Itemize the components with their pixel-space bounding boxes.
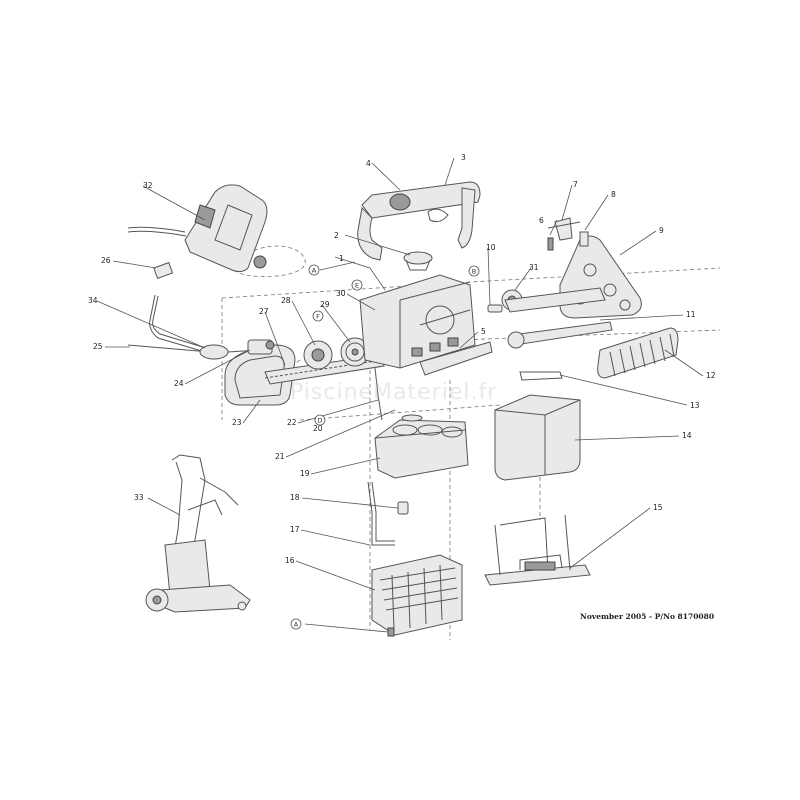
watermark-text: PiscineMateriel.fr: [290, 380, 498, 405]
ref-E-letter: E: [355, 282, 359, 290]
footer-date-part-number: November 2005 - P/No 8170080: [580, 612, 715, 621]
ref-E: E: [351, 279, 363, 291]
part-7-bracket[interactable]: [547, 217, 581, 241]
label-17: 17: [290, 525, 300, 534]
label-25: 25: [93, 342, 103, 351]
label-18: 18: [290, 493, 300, 502]
part-4-handle-grip[interactable]: [361, 181, 481, 219]
label-30: 30: [336, 289, 346, 298]
part-14-filter-bag[interactable]: [494, 394, 581, 481]
label-19: 19: [300, 469, 310, 478]
label-9: 9: [659, 226, 664, 235]
ref-A-top: A: [308, 264, 320, 276]
ref-D-letter: D: [317, 417, 322, 425]
label-16: 16: [285, 556, 295, 565]
part-13-clip[interactable]: [519, 371, 563, 381]
label-28: 28: [281, 296, 291, 305]
label-22: 22: [287, 418, 297, 427]
part-8-screw[interactable]: [579, 231, 589, 247]
label-33: 33: [134, 493, 144, 502]
part-5-bottom-skirt[interactable]: [419, 341, 493, 376]
part-34-rod[interactable]: [149, 294, 207, 353]
ref-B: B: [468, 265, 480, 277]
leader-lines: [96, 157, 704, 633]
label-10: 10: [486, 243, 496, 252]
label-15: 15: [653, 503, 663, 512]
label-2: 2: [334, 231, 339, 240]
part-11-roller-track[interactable]: [504, 287, 613, 349]
part-17-pipe[interactable]: [367, 481, 395, 546]
ref-D: D: [314, 414, 326, 426]
part-20-seal[interactable]: [401, 414, 423, 422]
part-23-side-panel[interactable]: [224, 344, 296, 406]
part-24-side-clip[interactable]: [247, 339, 275, 355]
reference-callouts: A A B D E F: [290, 264, 480, 630]
part-28-drive-wheel[interactable]: [303, 340, 333, 370]
label-26: 26: [101, 256, 111, 265]
label-4: 4: [366, 159, 371, 168]
label-14: 14: [682, 431, 692, 440]
ref-A-bottom-letter: A: [294, 621, 299, 629]
label-23: 23: [232, 418, 242, 427]
label-3: 3: [461, 153, 466, 162]
part-18-valve[interactable]: [397, 501, 409, 515]
ref-B-letter: B: [472, 268, 476, 276]
part-33-caddy-trolley[interactable]: [145, 454, 251, 613]
label-7: 7: [573, 180, 578, 189]
part-26-connector[interactable]: [153, 261, 174, 280]
ref-A-top-letter: A: [312, 267, 317, 275]
part-19-filter-box[interactable]: [374, 419, 469, 479]
part-15-filter-frame[interactable]: [484, 514, 591, 586]
label-27: 27: [259, 307, 269, 316]
part-25-handle-rod[interactable]: [127, 344, 259, 360]
part-12-brush[interactable]: [597, 327, 679, 379]
label-29: 29: [320, 300, 330, 309]
part-9-side-plate[interactable]: [559, 235, 642, 319]
label-24: 24: [174, 379, 184, 388]
part-1-motor-housing[interactable]: [359, 274, 476, 369]
label-8: 8: [611, 190, 616, 199]
label-6: 6: [539, 216, 544, 225]
label-5: 5: [481, 327, 486, 336]
part-32-power-supply[interactable]: [127, 184, 268, 273]
label-12: 12: [706, 371, 716, 380]
label-21: 21: [275, 452, 285, 461]
part-22-tube[interactable]: [374, 367, 383, 421]
label-31: 31: [529, 263, 539, 272]
ref-A-bottom: A: [290, 618, 302, 630]
ref-F: F: [312, 310, 324, 322]
ref-F-letter: F: [316, 313, 320, 321]
part-2-impeller-cap[interactable]: [403, 251, 433, 271]
part-6-spring[interactable]: [547, 237, 554, 251]
part-number-labels: 1 2 3 4 5 6 7 8 9 10 11 12 13 14 15 16 1…: [88, 153, 716, 565]
label-20: 20: [313, 424, 323, 433]
label-32: 32: [143, 181, 153, 190]
label-11: 11: [686, 310, 696, 319]
label-13: 13: [690, 401, 700, 410]
part-16-filter-basket[interactable]: [371, 554, 463, 637]
part-3-handle-frame[interactable]: [357, 187, 476, 261]
part-10-shaft[interactable]: [487, 304, 503, 313]
label-1: 1: [339, 254, 344, 263]
label-34: 34: [88, 296, 98, 305]
